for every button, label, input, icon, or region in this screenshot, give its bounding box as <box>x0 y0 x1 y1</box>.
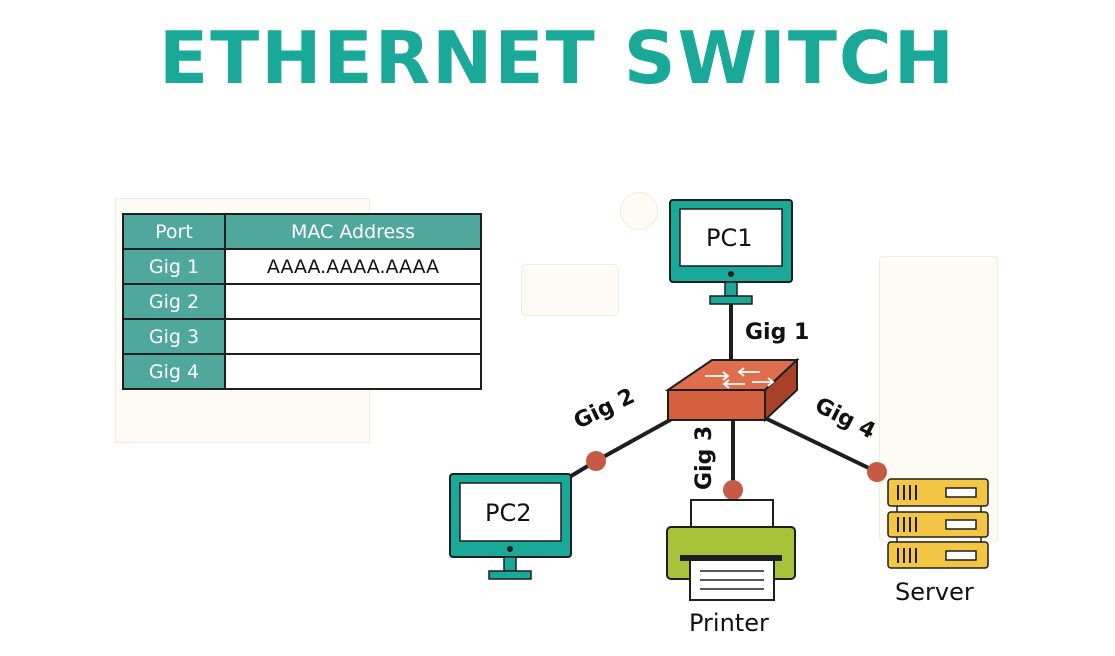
pc1-label: PC1 <box>706 224 753 252</box>
connector-dot-gig2 <box>586 451 606 471</box>
port-label-gig1: Gig 1 <box>745 320 810 345</box>
link-gig2 <box>594 418 672 463</box>
connector-dot-gig3 <box>723 480 743 500</box>
mac-cell: AAAA.AAAA.AAAA <box>224 248 482 285</box>
column-header-mac-address: MAC Address <box>224 213 482 250</box>
table-header-row: Port MAC Address <box>122 213 482 250</box>
mac-cell <box>224 318 482 355</box>
background-panel <box>620 192 658 230</box>
pc2-label: PC2 <box>485 499 532 527</box>
connector-dot-gig4 <box>867 462 887 482</box>
port-cell: Gig 2 <box>122 283 226 320</box>
link-gig4 <box>763 416 879 474</box>
server-label: Server <box>895 578 974 606</box>
port-cell: Gig 3 <box>122 318 226 355</box>
switch-icon <box>664 357 800 423</box>
table-row: Gig 1 AAAA.AAAA.AAAA <box>122 248 482 285</box>
mac-cell <box>224 353 482 390</box>
mac-cell <box>224 283 482 320</box>
column-header-port: Port <box>122 213 226 250</box>
port-cell: Gig 1 <box>122 248 226 285</box>
page-title: ETHERNET SWITCH <box>158 16 957 100</box>
background-panel <box>521 264 619 316</box>
server-icon <box>887 478 989 569</box>
table-row: Gig 2 <box>122 283 482 320</box>
printer-label: Printer <box>689 609 769 637</box>
port-cell: Gig 4 <box>122 353 226 390</box>
printer-icon <box>666 499 796 601</box>
table-row: Gig 3 <box>122 318 482 355</box>
table-row: Gig 4 <box>122 353 482 390</box>
port-label-gig3: Gig 3 <box>692 425 717 490</box>
pc2-monitor-icon <box>449 473 572 580</box>
pc1-monitor-icon <box>669 199 793 305</box>
mac-address-table: Port MAC Address Gig 1 AAAA.AAAA.AAAA Gi… <box>122 213 482 390</box>
